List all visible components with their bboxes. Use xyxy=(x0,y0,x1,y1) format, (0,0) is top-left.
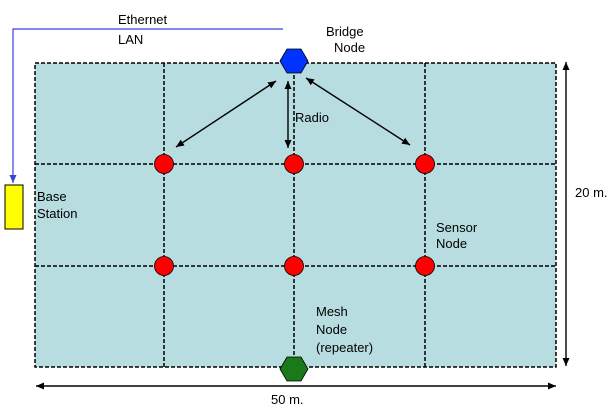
bridge-node-icon xyxy=(279,48,309,74)
ethernet-label: Ethernet xyxy=(118,12,168,27)
height-dimension-label: 20 m. xyxy=(575,185,608,200)
radio-arrow-right xyxy=(305,77,411,146)
sensor-label: Sensor xyxy=(436,220,478,235)
radio-arrow-left xyxy=(175,80,277,148)
lan-label: LAN xyxy=(118,32,143,47)
sensor-node xyxy=(284,256,304,276)
radio-links xyxy=(175,77,411,148)
sensor-node-label: Node xyxy=(436,236,467,251)
monitored-field xyxy=(34,62,557,368)
sensor-node xyxy=(154,256,174,276)
bridge-label: Bridge xyxy=(326,24,364,39)
sensor-node xyxy=(284,154,304,174)
ethernet-cable xyxy=(9,28,283,183)
sensor-node xyxy=(415,154,435,174)
mesh-label: Mesh xyxy=(316,304,348,319)
sensor-node xyxy=(154,154,174,174)
width-dimension-label: 50 m. xyxy=(271,392,304,407)
repeater-label: (repeater) xyxy=(316,340,373,355)
mesh-node-icon xyxy=(279,356,309,382)
sensor-nodes xyxy=(154,154,435,276)
station-label: Station xyxy=(37,206,77,221)
bridge-node-label: Node xyxy=(334,40,365,55)
mesh-node-label: Node xyxy=(316,322,347,337)
base-label: Base xyxy=(37,189,67,204)
sensor-node xyxy=(415,256,435,276)
radio-label: Radio xyxy=(295,110,329,125)
base-station-icon xyxy=(4,184,24,230)
